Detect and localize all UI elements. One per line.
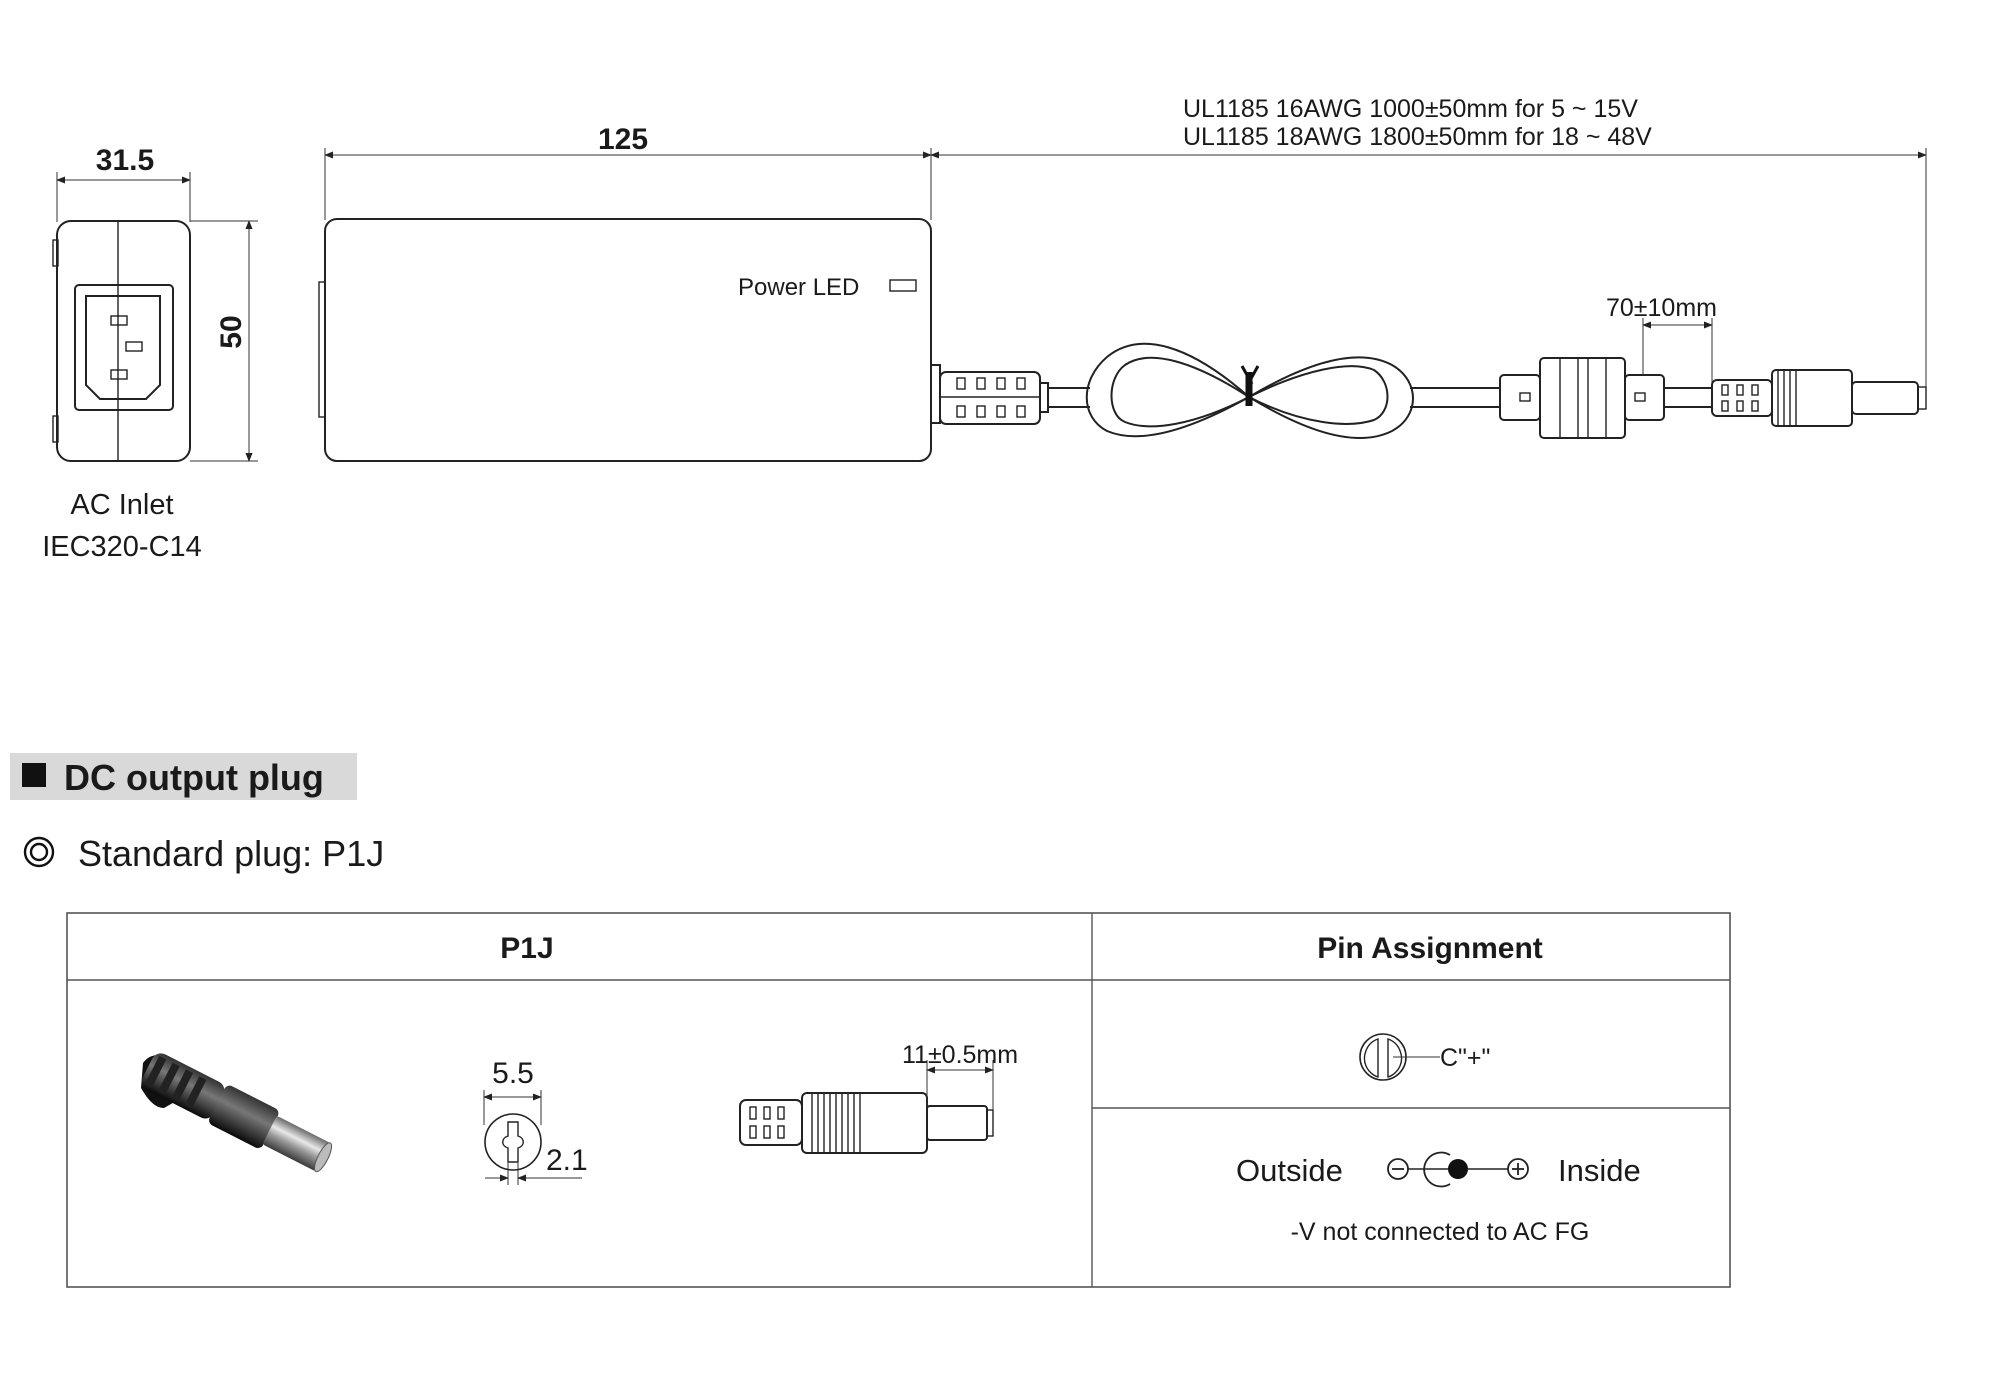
plug-side-view: 11±0.5mm xyxy=(739,1041,1018,1154)
section-bullet-icon xyxy=(22,763,46,787)
core-distance-label: 70±10mm xyxy=(1606,294,1717,322)
center-positive-label: C"+" xyxy=(1440,1044,1490,1072)
power-led-label: Power LED xyxy=(738,274,859,301)
outer-diameter-label: 5.5 xyxy=(492,1057,534,1090)
plug-table: P1J Pin Assignment 5.5 xyxy=(66,912,1731,1288)
col-header-pin-assignment: Pin Assignment xyxy=(1317,932,1543,965)
inlet-type-label: IEC320-C14 xyxy=(42,531,202,563)
inlet-label: AC Inlet xyxy=(70,489,173,521)
center-pin-symbol: C"+" xyxy=(1359,1033,1490,1081)
plus-icon xyxy=(1507,1158,1529,1180)
length-dimension: 125 xyxy=(598,123,648,156)
plug-photo xyxy=(141,1053,333,1173)
inner-diameter-label: 2.1 xyxy=(546,1144,588,1177)
plug-front-view: 5.5 2.1 xyxy=(483,1057,588,1185)
plug-length-label: 11±0.5mm xyxy=(902,1041,1018,1069)
section-subtitle: Standard plug: P1J xyxy=(78,833,384,874)
center-dot-icon xyxy=(1448,1159,1468,1179)
top-view: 125 UL1185 16AWG 1000±50mm for 5 ~ 15V U… xyxy=(318,95,1927,462)
power-led-indicator xyxy=(889,279,917,292)
section-header-bar xyxy=(10,753,357,800)
section-header: DC output plug Standard plug: P1J xyxy=(10,753,384,874)
cable-spec-line1: UL1185 16AWG 1000±50mm for 5 ~ 15V xyxy=(1183,95,1638,123)
section-title: DC output plug xyxy=(64,757,324,798)
col-header-p1j: P1J xyxy=(500,932,553,965)
fg-note: -V not connected to AC FG xyxy=(1291,1218,1590,1246)
height-dimension: 50 xyxy=(215,315,248,348)
side-view: 31.5 50 AC Inlet IEC320-C14 xyxy=(42,144,258,563)
polarity-symbol: Outside Inside -V not connected to AC FG xyxy=(1236,1151,1641,1246)
width-dimension: 31.5 xyxy=(96,144,154,177)
inside-label: Inside xyxy=(1558,1153,1641,1188)
double-circle-icon xyxy=(23,836,55,868)
cable-spec-line2: UL1185 18AWG 1800±50mm for 18 ~ 48V xyxy=(1183,123,1652,151)
outside-label: Outside xyxy=(1236,1153,1343,1188)
adapter-body xyxy=(324,218,932,462)
